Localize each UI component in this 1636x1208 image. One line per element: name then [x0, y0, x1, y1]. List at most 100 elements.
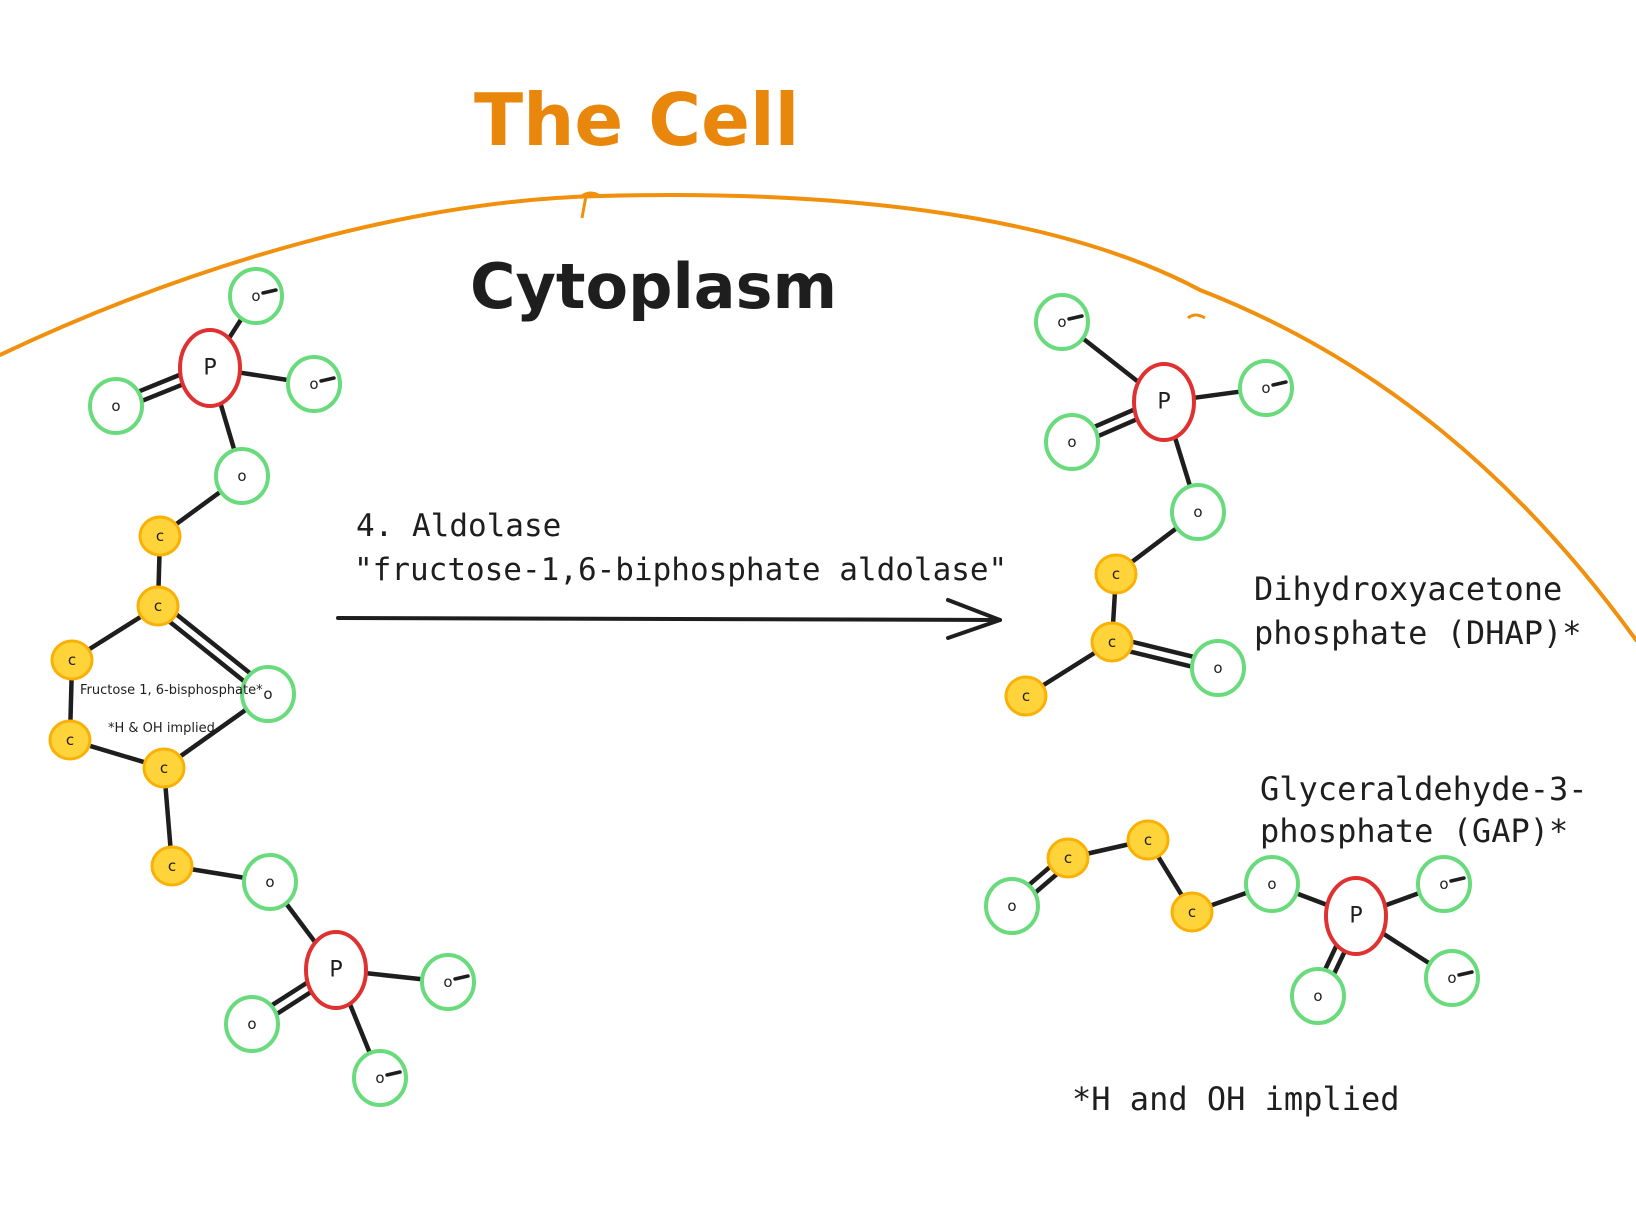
- substrate-note: *H & OH implied: [108, 721, 215, 736]
- footnote: *H and OH implied: [1072, 1080, 1400, 1118]
- oxygen-atom-ring: [224, 995, 280, 1053]
- oxygen-atom-ring: [984, 877, 1040, 935]
- oxygen-atom: o: [1290, 967, 1346, 1025]
- carbon-atom-ring: [1090, 621, 1134, 663]
- carbon-atom-ring: [1126, 819, 1170, 861]
- hydroxyl-stub: [1457, 970, 1474, 977]
- oxygen-atom-ring: [1244, 855, 1300, 913]
- single-bond: [85, 613, 145, 653]
- single-bond: [217, 398, 238, 455]
- oxygen-atom: o: [984, 877, 1040, 935]
- carbon-atom-symbol: c: [160, 759, 168, 777]
- carbon-atom-symbol: c: [1108, 633, 1116, 651]
- carbon-atom-symbol: c: [1022, 687, 1030, 705]
- carbon-atom: c: [150, 845, 194, 887]
- oxygen-atom-ring: [228, 267, 284, 325]
- phosphorus-atom: P: [1324, 876, 1388, 956]
- single-bond: [1128, 524, 1181, 566]
- oxygen-atom-ring: [242, 853, 298, 911]
- oxygen-atom-symbol: o: [1313, 987, 1322, 1005]
- oxygen-atom: o: [242, 853, 298, 911]
- hydroxyl-stub: [1449, 876, 1466, 883]
- double-bond: [1126, 639, 1199, 670]
- single-bond: [156, 551, 162, 591]
- oxygen-atom-ring: [1170, 483, 1226, 541]
- oxygen-atom-symbol: o: [111, 397, 120, 415]
- oxygen-atom: o: [1190, 639, 1246, 697]
- carbon-atom-symbol: c: [1144, 831, 1152, 849]
- double-bond: [166, 611, 255, 685]
- oxygen-atom-symbol: o: [1007, 897, 1016, 915]
- phosphorus-atom-symbol: P: [1157, 390, 1170, 415]
- carbon-atom-ring: [1004, 675, 1048, 717]
- double-bond: [1089, 406, 1143, 440]
- single-bond: [1078, 334, 1143, 386]
- hydroxyl-stub: [1067, 314, 1084, 321]
- oxygen-atom: o: [1044, 413, 1100, 471]
- carbon-atom-symbol: c: [68, 651, 76, 669]
- carbon-atom: c: [1126, 819, 1170, 861]
- enzyme-step: 4. Aldolase: [356, 508, 561, 544]
- oxygen-atom-symbol: o: [443, 973, 452, 991]
- double-bond: [267, 979, 317, 1018]
- oxygen-atom-symbol: o: [237, 467, 246, 485]
- single-bond: [1189, 389, 1245, 401]
- phosphorus-atom: P: [178, 328, 242, 408]
- phosphorus-atom-ring: [178, 328, 242, 408]
- single-bond: [1083, 841, 1133, 857]
- oxygen-atom-symbol: o: [309, 375, 318, 393]
- oxygen-atom-ring: [1044, 413, 1100, 471]
- carbon-atom: c: [48, 719, 92, 761]
- oxygen-atom: o: [1238, 359, 1294, 417]
- double-bond-line: [1024, 863, 1054, 889]
- carbon-atom-symbol: c: [1188, 903, 1196, 921]
- single-bond: [361, 970, 427, 982]
- cell-membrane-mark: [580, 191, 601, 219]
- oxygen-atom: o: [1034, 293, 1090, 351]
- bonds-layer: [68, 314, 1434, 1058]
- page-title: The Cell: [474, 78, 799, 162]
- oxygen-atom-ring: [286, 355, 342, 413]
- single-bond: [68, 675, 74, 725]
- single-bond: [282, 899, 320, 947]
- carbon-atom-ring: [50, 639, 94, 681]
- single-bond: [1110, 589, 1118, 627]
- carbon-atom: c: [1170, 891, 1214, 933]
- oxygen-atom-ring: [214, 447, 270, 505]
- double-bond-line: [1321, 941, 1340, 974]
- oxygen-atom-ring: [1424, 949, 1480, 1007]
- single-bond: [235, 369, 293, 383]
- single-bond: [172, 488, 225, 528]
- double-bond-line: [172, 611, 255, 678]
- single-bond: [1039, 649, 1099, 689]
- oxygen-atom: o: [240, 665, 296, 723]
- oxygen-atom-symbol: o: [1057, 313, 1066, 331]
- oxygen-atom-symbol: o: [1267, 875, 1276, 893]
- double-bond-line: [134, 371, 185, 395]
- carbon-atom: c: [1090, 621, 1134, 663]
- oxygen-atom: o: [286, 355, 342, 413]
- carbon-atom-ring: [138, 515, 182, 557]
- single-bond: [1292, 890, 1332, 909]
- double-bond: [1024, 863, 1060, 897]
- oxygen-atom-symbol: o: [1193, 503, 1202, 521]
- oxygen-atom-symbol: o: [375, 1069, 384, 1087]
- oxygen-atom: o: [1170, 483, 1226, 541]
- oxygen-atom-symbol: o: [247, 1015, 256, 1033]
- carbon-atom-symbol: c: [168, 857, 176, 875]
- carbon-atom: c: [1094, 553, 1138, 595]
- phosphorus-atom-ring: [1324, 876, 1388, 956]
- oxygen-atom-ring: [420, 953, 476, 1011]
- carbon-atom-ring: [136, 585, 180, 627]
- oxygen-atom: o: [1416, 855, 1472, 913]
- double-bond-line: [1089, 406, 1139, 431]
- substrate-name: Fructose 1, 6-bisphosphate*: [80, 683, 263, 698]
- oxygen-atom-ring: [352, 1049, 408, 1107]
- single-bond: [1207, 889, 1252, 909]
- carbon-atom-symbol: c: [1112, 565, 1120, 583]
- oxygen-atom-symbol: o: [1439, 875, 1448, 893]
- dhap-label-line1: Dihydroxyacetone: [1254, 570, 1562, 608]
- cell-membrane: [0, 193, 1636, 642]
